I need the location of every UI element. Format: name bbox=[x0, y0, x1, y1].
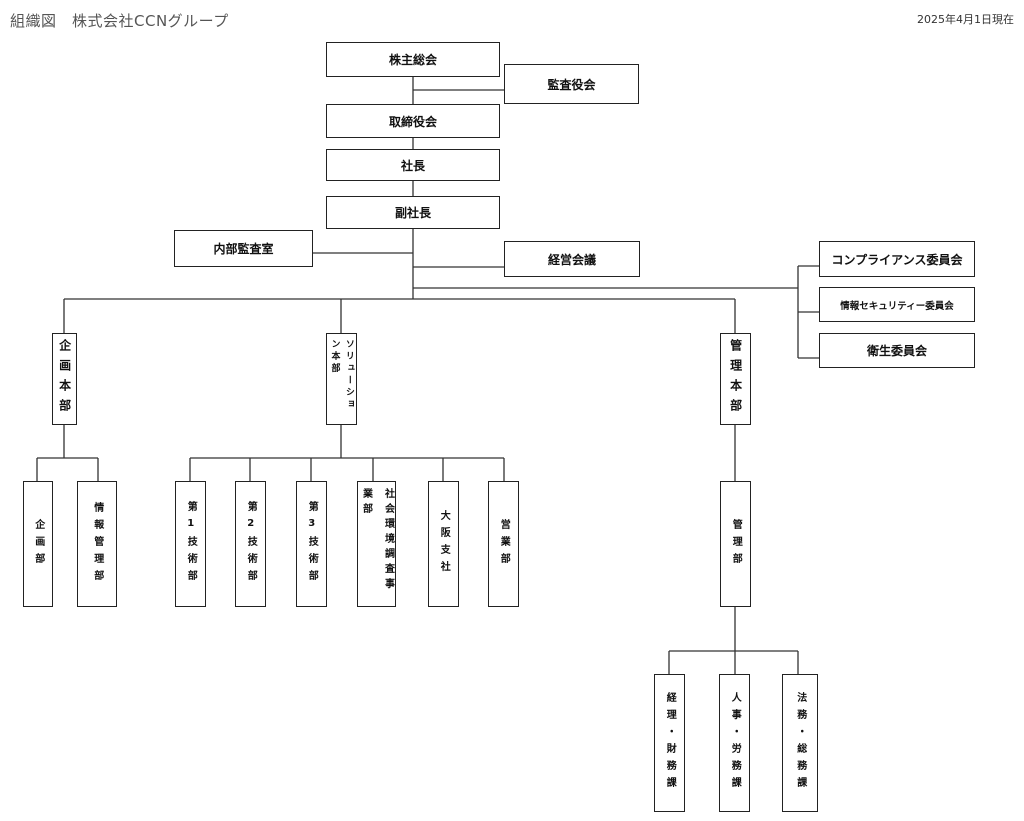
node-label: 経営会議 bbox=[547, 252, 596, 267]
node-label: 社長 bbox=[400, 158, 425, 173]
node-accounting-finance-section: 経理・財務課 bbox=[654, 674, 685, 812]
node-tech-dept-3: 第3技術部 bbox=[296, 481, 327, 607]
node-solution-division: ソリューション本部 bbox=[326, 333, 357, 425]
node-label: 取締役会 bbox=[388, 114, 437, 129]
node-board-of-directors: 取締役会 bbox=[326, 104, 500, 138]
node-administration-division: 管理本部 bbox=[720, 333, 751, 425]
node-social-environment-survey-department: 社会環境調査事業部 bbox=[357, 481, 396, 607]
node-administration-department: 管理部 bbox=[720, 481, 751, 607]
node-sales-department: 営業部 bbox=[488, 481, 519, 607]
as-of-date: 2025年4月1日現在 bbox=[917, 13, 1014, 26]
node-infosec-committee: 情報セキュリティー委員会 bbox=[819, 287, 975, 322]
node-osaka-branch: 大阪支社 bbox=[428, 481, 459, 607]
node-label: コンプライアンス委員会 bbox=[831, 252, 963, 267]
node-internal-audit: 内部監査室 bbox=[174, 230, 313, 267]
node-label: 副社長 bbox=[394, 206, 431, 220]
node-shareholders-meeting: 株主総会 bbox=[326, 42, 500, 77]
node-planning-department: 企画部 bbox=[23, 481, 53, 607]
node-label: 企画本部 bbox=[57, 339, 72, 419]
node-health-committee: 衛生委員会 bbox=[819, 333, 975, 368]
node-vice-president: 副社長 bbox=[326, 196, 500, 229]
node-label: 法務・総務課 bbox=[794, 692, 806, 794]
node-management-meeting: 経営会議 bbox=[504, 241, 640, 277]
node-label: 第1技術部 bbox=[185, 501, 197, 587]
node-label: 衛生委員会 bbox=[866, 344, 927, 358]
node-label: 営業部 bbox=[498, 518, 510, 570]
node-label: 社会環境調査事業部 bbox=[360, 488, 394, 593]
node-label: 人事・労務課 bbox=[729, 692, 741, 794]
node-label: 監査役会 bbox=[547, 77, 596, 92]
node-legal-general-affairs-section: 法務・総務課 bbox=[782, 674, 818, 812]
node-label: 内部監査室 bbox=[213, 242, 274, 256]
node-tech-dept-1: 第1技術部 bbox=[175, 481, 206, 607]
node-compliance-committee: コンプライアンス委員会 bbox=[819, 241, 975, 277]
node-tech-dept-2: 第2技術部 bbox=[235, 481, 266, 607]
node-label: 第3技術部 bbox=[306, 501, 318, 587]
chart-title: 組織図 株式会社CCNグループ bbox=[10, 12, 229, 30]
node-information-management-department: 情報管理部 bbox=[77, 481, 117, 607]
node-audit-board: 監査役会 bbox=[504, 64, 639, 104]
node-label: 第2技術部 bbox=[245, 501, 257, 587]
node-president: 社長 bbox=[326, 149, 500, 181]
node-label: 情報管理部 bbox=[91, 501, 103, 587]
node-label: ソリューション本部 bbox=[329, 339, 354, 411]
node-label: 情報セキュリティー委員会 bbox=[840, 300, 954, 312]
node-label: 経理・財務課 bbox=[664, 692, 676, 794]
node-label: 管理部 bbox=[730, 518, 742, 570]
node-label: 管理本部 bbox=[728, 339, 743, 419]
node-label: 株主総会 bbox=[388, 53, 437, 67]
node-label: 大阪支社 bbox=[438, 510, 450, 578]
node-hr-labor-section: 人事・労務課 bbox=[719, 674, 750, 812]
node-planning-division: 企画本部 bbox=[52, 333, 77, 425]
node-label: 企画部 bbox=[32, 518, 44, 570]
